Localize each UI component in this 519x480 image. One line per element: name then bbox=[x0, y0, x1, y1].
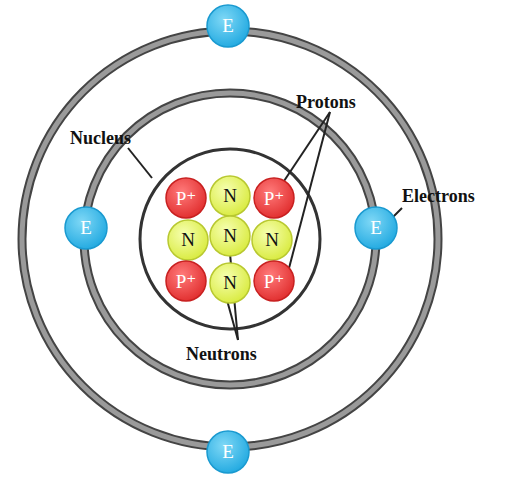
outer-orbit bbox=[22, 31, 438, 447]
part-label: Nucleus bbox=[70, 128, 131, 149]
neutron-circle: N bbox=[251, 219, 293, 261]
particle-letter: N bbox=[251, 219, 293, 261]
particle-letter: N bbox=[209, 175, 251, 217]
neutron-circle: N bbox=[209, 175, 251, 217]
particle-letter: E bbox=[64, 206, 108, 250]
particle-letter: P⁺ bbox=[165, 260, 207, 302]
electron-circle: E bbox=[206, 430, 250, 474]
proton-circle: P⁺ bbox=[253, 260, 295, 302]
proton-circle: P⁺ bbox=[165, 177, 207, 219]
particle-letter: N bbox=[167, 219, 209, 261]
electron-circle: E bbox=[354, 206, 398, 250]
particle-letter: N bbox=[209, 215, 251, 257]
particle-letter: E bbox=[206, 430, 250, 474]
particle-letter: P⁺ bbox=[253, 260, 295, 302]
nucleus-circle bbox=[140, 149, 320, 329]
part-label: Neutrons bbox=[186, 344, 257, 365]
proton-circle: P⁺ bbox=[253, 177, 295, 219]
leader-line bbox=[288, 112, 330, 272]
part-label: Protons bbox=[296, 92, 356, 113]
particle-letter: N bbox=[209, 262, 251, 304]
electron-circle: E bbox=[206, 4, 250, 48]
particle-letter: P⁺ bbox=[165, 177, 207, 219]
particle-letter: E bbox=[354, 206, 398, 250]
neutron-circle: N bbox=[209, 262, 251, 304]
leader-line bbox=[278, 112, 330, 190]
outer-orbit-shine bbox=[22, 31, 438, 447]
electron-circle: E bbox=[64, 206, 108, 250]
neutron-circle: N bbox=[167, 219, 209, 261]
neutron-circle: N bbox=[209, 215, 251, 257]
part-label: Electrons bbox=[402, 186, 475, 207]
particle-letter: E bbox=[206, 4, 250, 48]
proton-circle: P⁺ bbox=[165, 260, 207, 302]
particle-letter: P⁺ bbox=[253, 177, 295, 219]
leader-line bbox=[128, 148, 152, 178]
